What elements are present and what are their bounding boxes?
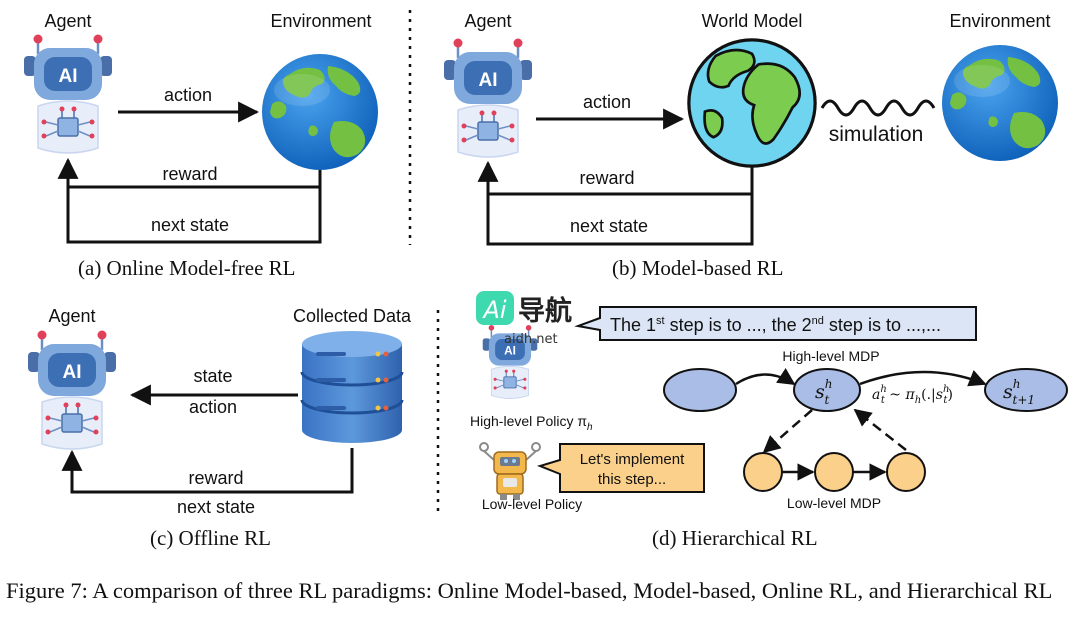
action-label: action: [583, 92, 631, 112]
high-edge-1: [735, 368, 796, 386]
figure-caption: Figure 7: A comparison of three RL parad…: [6, 578, 1053, 603]
agent-label: Agent: [48, 306, 95, 326]
dashed-up-arrow: [853, 408, 907, 451]
panel-b: Agent World Model Environment simulation…: [442, 11, 1058, 246]
mdp-low-node-3: [886, 452, 926, 492]
next-state-label: next state: [177, 497, 255, 517]
watermark-url: aidh.net: [504, 332, 558, 347]
action-label: action: [189, 397, 237, 417]
panel-d: Ai 导航 aidh.net The 1st step is to ..., t…: [470, 291, 1068, 512]
world-model-globe-icon: [687, 38, 817, 168]
reward-label: reward: [579, 168, 634, 188]
high-edge-2: [859, 370, 987, 387]
speech-low-line2: this step...: [598, 471, 666, 488]
speech-high-text: The 1st step is to ..., the 2nd step is …: [610, 315, 941, 335]
robot-agent-icon: [26, 329, 118, 451]
feedback-arrow: [57, 157, 322, 244]
caption-b: (b) Model-based RL: [612, 256, 784, 280]
speech-low-line1: Let's implement: [580, 451, 685, 468]
low-policy-label: Low-level Policy: [482, 496, 582, 512]
reward-label: reward: [162, 164, 217, 184]
caption-a: (a) Online Model-free RL: [78, 256, 296, 280]
low-mdp-label: Low-level MDP: [787, 495, 881, 511]
robot-small-icon: [479, 442, 541, 500]
dashed-down-arrow: [762, 409, 813, 454]
caption-c: (c) Offline RL: [150, 526, 271, 550]
high-policy-label: High-level Policy πh: [470, 413, 593, 433]
wave-line-icon: [820, 99, 936, 117]
feedback-arrow: [61, 448, 354, 494]
robot-agent-icon: [22, 33, 114, 155]
panel-c: Agent Collected Data state action reward…: [26, 306, 412, 517]
watermark-brand: Ai: [481, 296, 506, 324]
next-state-label: next state: [151, 215, 229, 235]
caption-d: (d) Hierarchical RL: [652, 526, 818, 550]
high-mdp-label: High-level MDP: [782, 348, 879, 364]
mdp-low-node-1: [743, 452, 783, 492]
watermark-brand-cn: 导航: [518, 295, 572, 327]
speech-bubble-high: The 1st step is to ..., the 2nd step is …: [574, 306, 977, 341]
speech-bubble-low: Let's implement this step...: [536, 443, 705, 493]
earth-globe-icon: [942, 45, 1058, 161]
environment-label: Environment: [949, 11, 1050, 31]
state-label: state: [193, 366, 232, 386]
panel-a: Agent Environment action reward next sta…: [22, 11, 378, 244]
collected-data-label: Collected Data: [293, 306, 412, 326]
reward-label: reward: [188, 468, 243, 488]
robot-agent-icon: [442, 37, 534, 159]
mdp-high-node-st1: [984, 368, 1068, 412]
mdp-high-node-1: [663, 368, 737, 412]
mdp-low-node-2: [814, 452, 854, 492]
next-state-label: next state: [570, 216, 648, 236]
world-model-label: World Model: [702, 11, 803, 31]
agent-label: Agent: [464, 11, 511, 31]
earth-globe-icon: [262, 54, 378, 170]
action-label: action: [164, 85, 212, 105]
environment-label: Environment: [270, 11, 371, 31]
feedback-arrow: [477, 160, 754, 246]
watermark-logo: Ai 导航 aidh.net: [476, 291, 572, 347]
simulation-label: simulation: [829, 123, 924, 146]
agent-label: Agent: [44, 11, 91, 31]
database-icon: [300, 331, 404, 443]
mdp-high-node-st: [793, 368, 861, 412]
